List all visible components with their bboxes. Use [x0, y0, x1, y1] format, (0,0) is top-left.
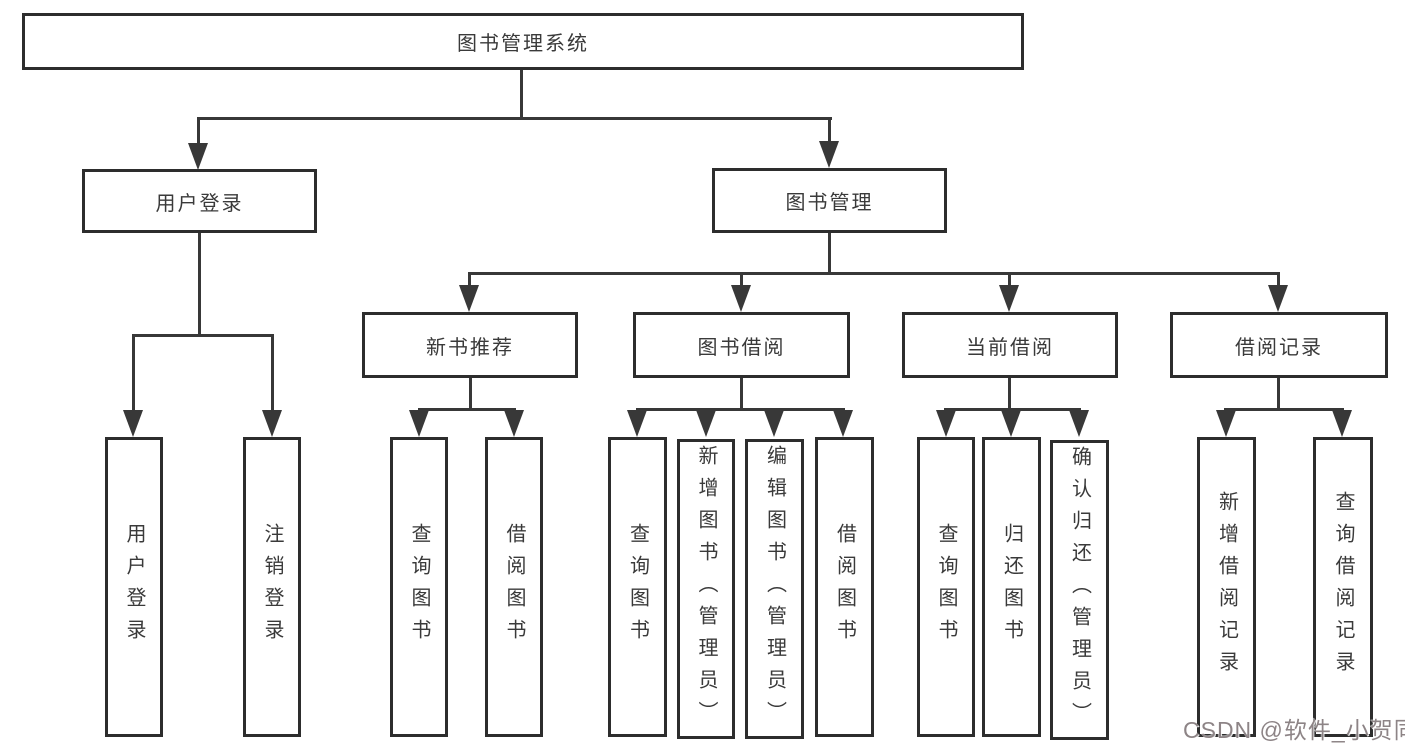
leaf-add-books-admin: 新增图书（管理员） [677, 439, 735, 739]
connector-root-stem [520, 68, 523, 120]
arrow-down-icon [262, 410, 282, 437]
node-book-management: 图书管理 [712, 168, 947, 233]
connector-root-branch [197, 117, 832, 120]
arrow-down-icon [819, 141, 839, 168]
node-label: 用户登录 [123, 523, 145, 651]
node-library-system: 图书管理系统 [22, 13, 1024, 70]
node-label: 借阅记录 [1235, 336, 1323, 359]
node-label: 查询借阅记录 [1332, 491, 1354, 683]
arrow-down-icon [409, 410, 429, 437]
node-label: 图书管理 [785, 192, 874, 214]
arrow-down-icon [936, 410, 956, 437]
arrow-down-icon [833, 410, 853, 437]
node-label: 当前借阅 [966, 336, 1054, 359]
node-label: 新书推荐 [426, 336, 514, 359]
node-label: 查询图书 [935, 523, 957, 651]
arrow-down-icon [504, 410, 524, 437]
node-current-borrowing: 当前借阅 [902, 312, 1118, 378]
connector-drop-book-mgmt [828, 117, 831, 143]
node-label: 编辑图书（管理员） [763, 445, 786, 733]
connector-drop [271, 334, 274, 412]
connector-new-book-stem [469, 378, 472, 411]
arrow-down-icon [1216, 410, 1236, 437]
leaf-edit-books-admin: 编辑图书（管理员） [745, 439, 804, 739]
leaf-add-borrow-record: 新增借阅记录 [1197, 437, 1256, 737]
arrow-down-icon [188, 143, 208, 170]
connector-borrow-record-branch [1224, 408, 1344, 411]
node-label: 确认归还（管理员） [1068, 446, 1091, 734]
arrow-down-icon [459, 285, 479, 312]
connector-current-borrow-stem [1008, 378, 1011, 411]
csdn-watermark: CSDN @软件_小贺同学 [1183, 717, 1405, 743]
connector-drop [1008, 272, 1011, 287]
node-label: 归还图书 [1000, 523, 1023, 651]
leaf-borrow-books: 借阅图书 [815, 437, 874, 737]
arrow-down-icon [764, 410, 784, 437]
node-label: 图书借阅 [697, 336, 786, 359]
node-borrowing-records: 借阅记录 [1170, 312, 1388, 378]
node-book-borrowing: 图书借阅 [633, 312, 850, 378]
leaf-query-borrow-record: 查询借阅记录 [1313, 437, 1373, 737]
arrow-down-icon [696, 410, 716, 437]
arrow-down-icon [1069, 410, 1089, 437]
connector-drop-user-login [197, 117, 200, 145]
leaf-query-books: 查询图书 [608, 437, 667, 737]
node-new-book-recommend: 新书推荐 [362, 312, 578, 378]
connector-user-login-stem [198, 233, 201, 337]
node-label: 新增图书（管理员） [695, 445, 717, 733]
arrow-down-icon [1332, 410, 1352, 437]
connector-drop [468, 272, 471, 287]
node-label: 新增借阅记录 [1215, 491, 1238, 683]
node-user-login: 用户登录 [82, 169, 317, 233]
leaf-logout: 注销登录 [243, 437, 301, 737]
node-label: 图书管理系统 [457, 33, 589, 55]
arrow-down-icon [123, 410, 143, 437]
node-label: 查询图书 [408, 523, 430, 651]
connector-book-mgmt-stem [828, 233, 831, 275]
connector-book-borrow-stem [740, 378, 743, 411]
node-label: 借阅图书 [833, 523, 856, 651]
arrow-down-icon [731, 285, 751, 312]
node-label: 借阅图书 [503, 523, 525, 651]
arrow-down-icon [999, 285, 1019, 312]
node-label: 查询图书 [626, 523, 649, 651]
connector-drop [132, 334, 135, 412]
arrow-down-icon [1001, 410, 1021, 437]
connector-book-borrow-branch [636, 408, 844, 411]
connector-drop [1277, 272, 1280, 287]
leaf-return-books: 归还图书 [982, 437, 1041, 737]
leaf-user-login: 用户登录 [105, 437, 163, 737]
arrow-down-icon [1268, 285, 1288, 312]
node-label: 用户登录 [155, 192, 244, 215]
connector-book-mgmt-branch [468, 272, 1280, 275]
connector-borrow-record-stem [1277, 378, 1280, 411]
leaf-borrow-books: 借阅图书 [485, 437, 543, 737]
connector-new-book-branch [418, 408, 516, 411]
leaf-confirm-return-admin: 确认归还（管理员） [1050, 440, 1109, 740]
connector-drop [740, 272, 743, 287]
leaf-query-books: 查询图书 [917, 437, 975, 737]
leaf-query-books: 查询图书 [390, 437, 448, 737]
node-label: 注销登录 [261, 523, 283, 651]
arrow-down-icon [627, 410, 647, 437]
connector-user-login-branch [132, 334, 274, 337]
